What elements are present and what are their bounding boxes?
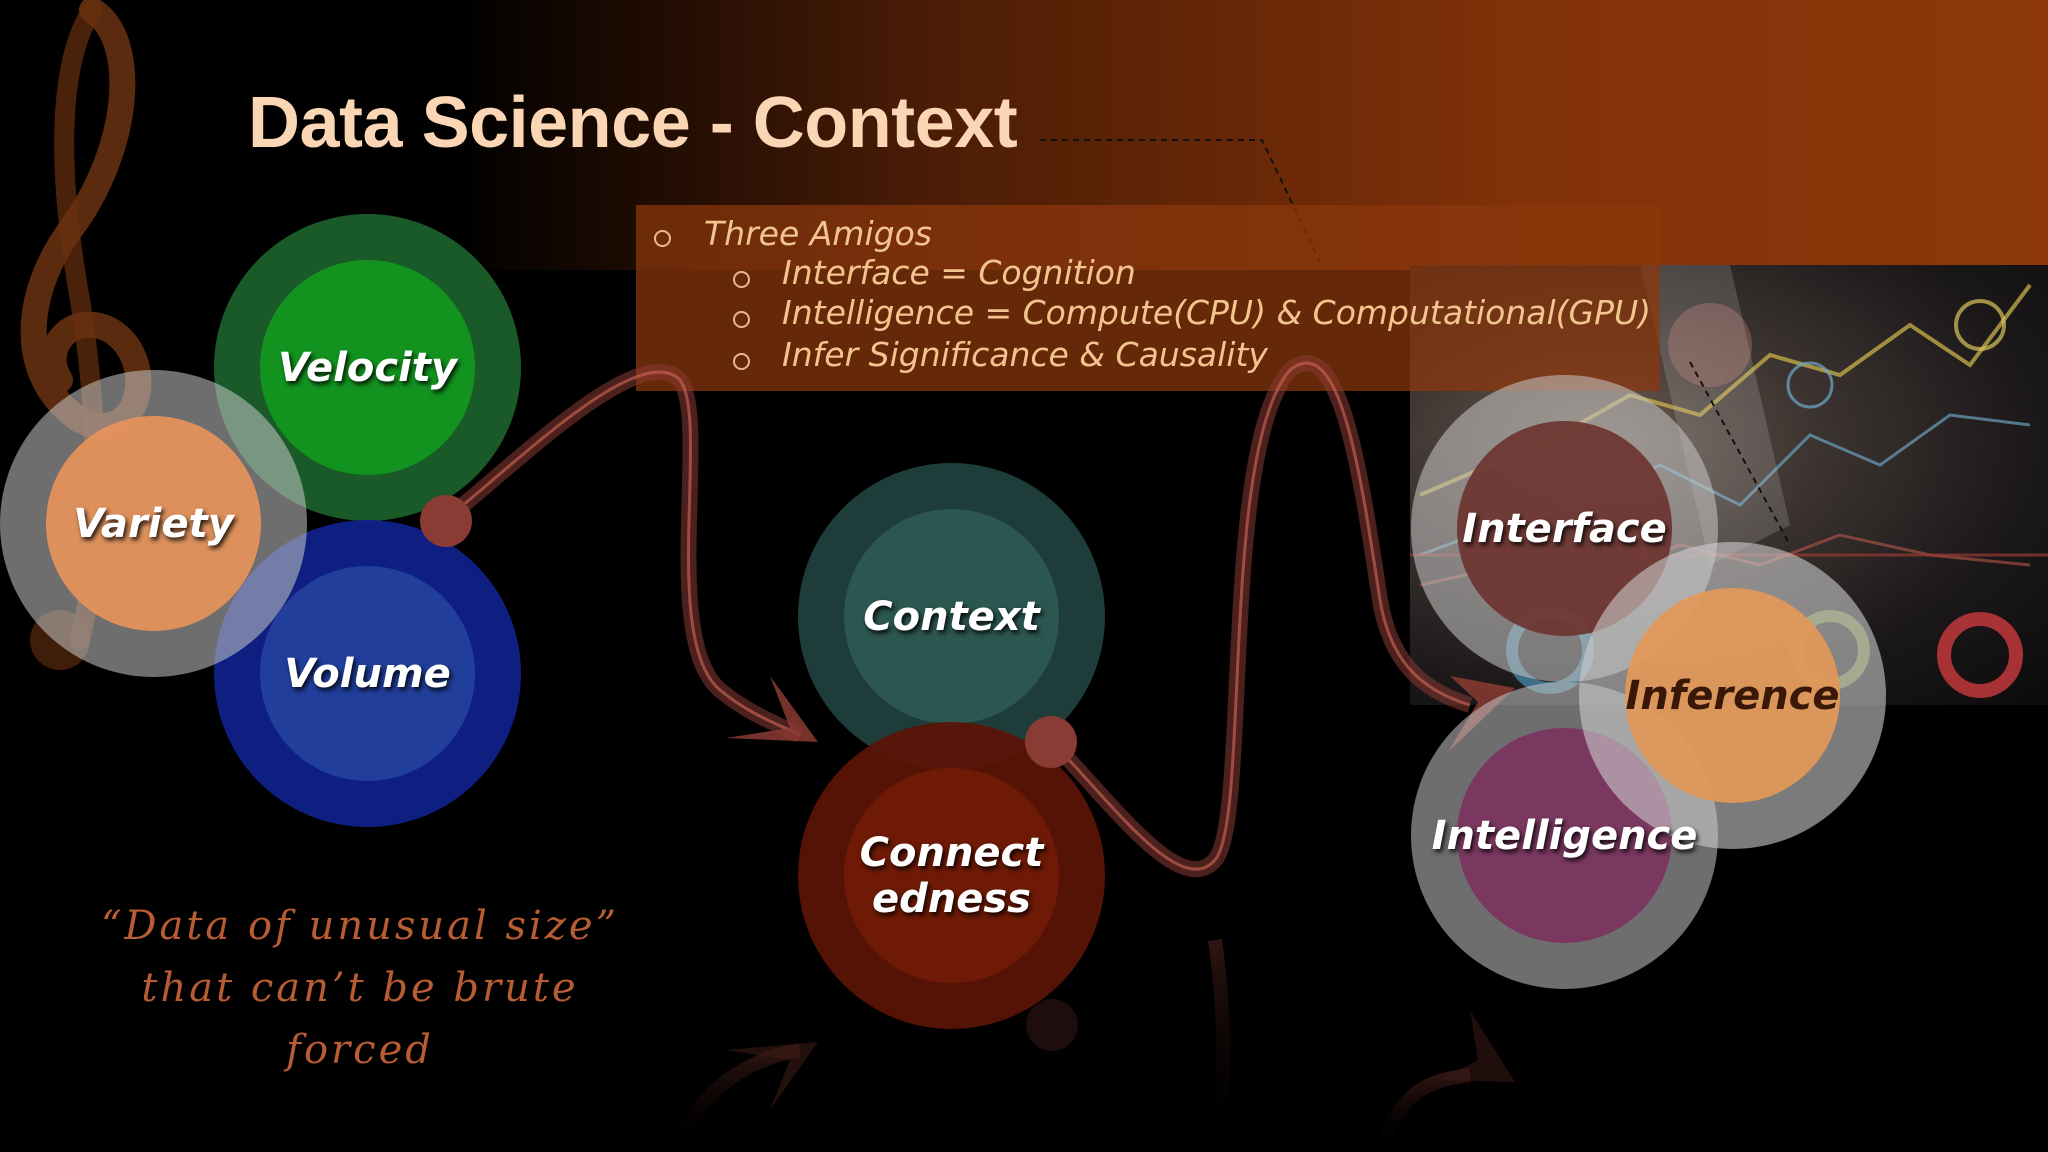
connector-node-left	[420, 495, 472, 547]
quote-text: “Data of unusual size” that can’t be bru…	[60, 895, 660, 1081]
interface-label: Interface	[1462, 505, 1667, 552]
connectedness-label-line1: Connect	[859, 829, 1044, 876]
connectedness-label: Connect edness	[860, 830, 1044, 922]
bullet-marker	[733, 271, 750, 288]
slide-title: Data Science - Context	[248, 83, 1018, 163]
bullet-marker	[733, 311, 750, 328]
volume-label: Volume	[284, 650, 451, 697]
context-label: Context	[863, 593, 1040, 640]
connectedness-circle: Connect edness	[798, 722, 1105, 1029]
bullet-interface: Interface = Cognition	[782, 253, 1136, 292]
bullet-list: Three Amigos Interface = Cognition Intel…	[636, 205, 1660, 391]
bullet-marker	[654, 230, 671, 247]
velocity-label: Velocity	[278, 344, 457, 391]
variety-label: Variety	[73, 500, 234, 547]
bullet-three-amigos: Three Amigos	[704, 214, 932, 253]
bullet-marker	[733, 353, 750, 370]
quote-line-1: “Data of unusual size”	[100, 903, 620, 949]
connectedness-label-line2: edness	[872, 875, 1031, 922]
inference-circle: Inference	[1579, 542, 1886, 849]
intelligence-label: Intelligence	[1431, 812, 1698, 859]
inference-label: Inference	[1625, 672, 1840, 719]
variety-circle: Variety	[0, 370, 307, 677]
velocity-circle: Velocity	[214, 214, 521, 521]
connector-node-middle	[1025, 716, 1077, 768]
bullet-intelligence: Intelligence = Compute(CPU) & Computatio…	[782, 293, 1652, 332]
bullet-infer: Infer Significance & Causality	[782, 335, 1268, 374]
quote-line-2: that can’t be brute forced	[141, 965, 579, 1073]
